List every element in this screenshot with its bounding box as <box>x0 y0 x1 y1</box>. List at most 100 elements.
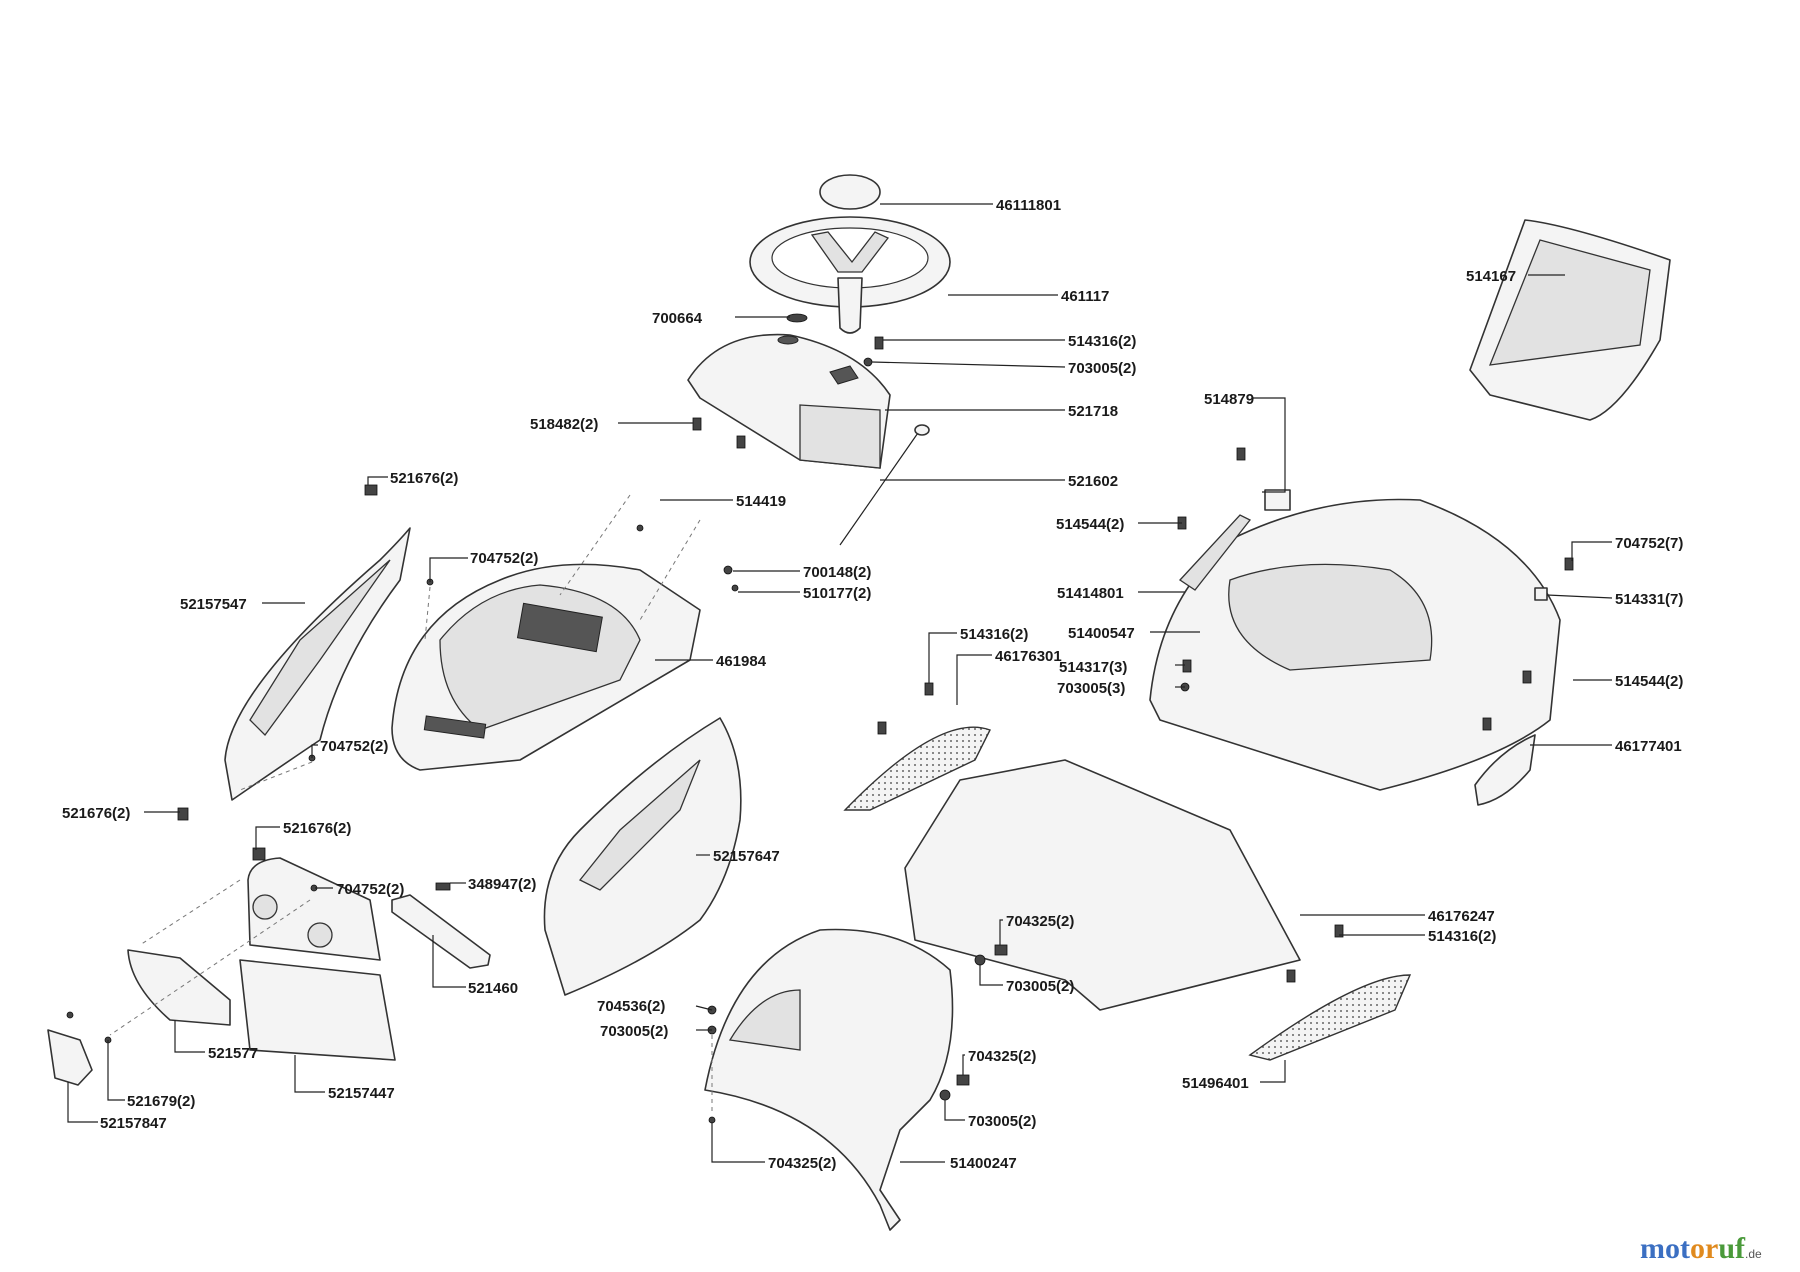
part-label: 704752(2) <box>320 738 388 755</box>
part-label: 52157647 <box>713 848 780 865</box>
washer-icon <box>723 565 733 575</box>
part-label: 521676(2) <box>283 820 351 837</box>
screw-icon <box>66 1011 74 1019</box>
bracket-shape <box>391 894 491 969</box>
part-label: 46111801 <box>996 197 1061 214</box>
clip-icon <box>364 484 378 496</box>
switch-shape <box>1264 489 1291 511</box>
left-side-panel-shape <box>224 527 411 801</box>
steering-cap-shape <box>819 174 881 210</box>
dipstick-shape <box>839 424 930 546</box>
part-label: 521602 <box>1068 473 1118 490</box>
part-label: 521577 <box>208 1045 258 1062</box>
seat-shape <box>1469 219 1671 421</box>
brand-text: uf <box>1718 1232 1745 1265</box>
clip-shape <box>1534 587 1548 601</box>
part-label: 703005(2) <box>600 1023 668 1040</box>
side-cover-shape <box>1474 734 1536 806</box>
floor-pan-shape <box>904 759 1301 1011</box>
part-label: 46177401 <box>1615 738 1682 755</box>
part-label: 703005(2) <box>1068 360 1136 377</box>
bolt-icon <box>1334 924 1344 938</box>
brand-logo: motoruf.de <box>1640 1232 1762 1266</box>
part-label: 703005(2) <box>968 1113 1036 1130</box>
bolt-icon <box>924 682 934 696</box>
headlight-shape <box>127 949 231 1026</box>
part-label: 514419 <box>736 493 786 510</box>
bolt-icon <box>692 417 702 431</box>
part-label: 514544(2) <box>1615 673 1683 690</box>
assembly-lines <box>109 494 713 1115</box>
bolt-icon <box>874 336 884 350</box>
part-label: 348947(2) <box>468 876 536 893</box>
part-label: 704752(2) <box>470 550 538 567</box>
right-footplate-shape <box>1248 974 1412 1061</box>
part-label: 521676(2) <box>62 805 130 822</box>
right-side-panel-shape <box>543 717 742 996</box>
part-label: 514316(2) <box>1428 928 1496 945</box>
part-label: 51400247 <box>950 1155 1017 1172</box>
o-ring-icon <box>786 313 808 323</box>
part-label: 703005(2) <box>1006 978 1074 995</box>
part-label: 700664 <box>652 310 703 327</box>
screw-icon <box>731 584 739 592</box>
part-label: 704325(2) <box>768 1155 836 1172</box>
bolt-icon <box>736 435 746 449</box>
part-label: 52157547 <box>180 596 247 613</box>
bolt-icon <box>877 721 887 735</box>
part-label: 51496401 <box>1182 1075 1249 1092</box>
part-label: 704325(2) <box>968 1048 1036 1065</box>
part-label: 521460 <box>468 980 518 997</box>
part-label: 52157447 <box>328 1085 395 1102</box>
bolt-icon <box>956 1074 970 1086</box>
part-label: 521718 <box>1068 403 1118 420</box>
screw-icon <box>636 524 644 532</box>
dash-panel-shape <box>687 333 891 469</box>
bolt-icon <box>994 944 1008 956</box>
part-label: 514879 <box>1204 391 1254 408</box>
part-label: 518482(2) <box>530 416 598 433</box>
rear-body-shape <box>1149 498 1561 791</box>
washer-icon <box>974 954 986 966</box>
part-label: 704325(2) <box>1006 913 1074 930</box>
lower-dash-shape <box>704 928 954 1231</box>
washer-icon <box>863 357 873 367</box>
left-footplate-shape <box>843 726 991 811</box>
part-label: 461984 <box>716 653 767 670</box>
part-label: 46176247 <box>1428 908 1495 925</box>
part-label: 461117 <box>1061 288 1109 305</box>
part-label: 514331(7) <box>1615 591 1683 608</box>
part-label: 52157847 <box>100 1115 167 1132</box>
bolt-icon <box>1236 447 1246 461</box>
part-label: 514167 <box>1466 268 1516 285</box>
washer-icon <box>939 1089 951 1101</box>
part-label: 514544(2) <box>1056 516 1124 533</box>
part-label: 510177(2) <box>803 585 871 602</box>
hood-shape <box>391 563 701 771</box>
part-label: 46176301 <box>995 648 1062 665</box>
clip-icon <box>177 807 189 821</box>
part-label: 704752(7) <box>1615 535 1683 552</box>
part-label: 514317(3) <box>1059 659 1127 676</box>
steering-wheel-shape <box>749 216 951 334</box>
brand-suffix: .de <box>1745 1247 1762 1261</box>
bolt-icon <box>1564 557 1574 571</box>
part-labels: 46111801 461117 700664 514316(2) 703005(… <box>62 197 1683 1172</box>
bolt-icon <box>435 882 451 891</box>
part-label: 51400547 <box>1068 625 1135 642</box>
part-label: 700148(2) <box>803 564 871 581</box>
brand-text: or <box>1689 1232 1719 1265</box>
bolt-icon <box>1522 670 1532 684</box>
part-label: 51414801 <box>1057 585 1124 602</box>
lens-shape <box>47 1029 93 1086</box>
clip-icon <box>252 847 266 861</box>
brand-text: mot <box>1640 1232 1690 1265</box>
bolt-icon <box>1286 969 1296 983</box>
bolt-icon <box>1482 717 1492 731</box>
trim-bar-shape <box>1179 514 1252 591</box>
fasteners <box>66 313 1574 1124</box>
part-label: 514316(2) <box>1068 333 1136 350</box>
part-label: 514316(2) <box>960 626 1028 643</box>
